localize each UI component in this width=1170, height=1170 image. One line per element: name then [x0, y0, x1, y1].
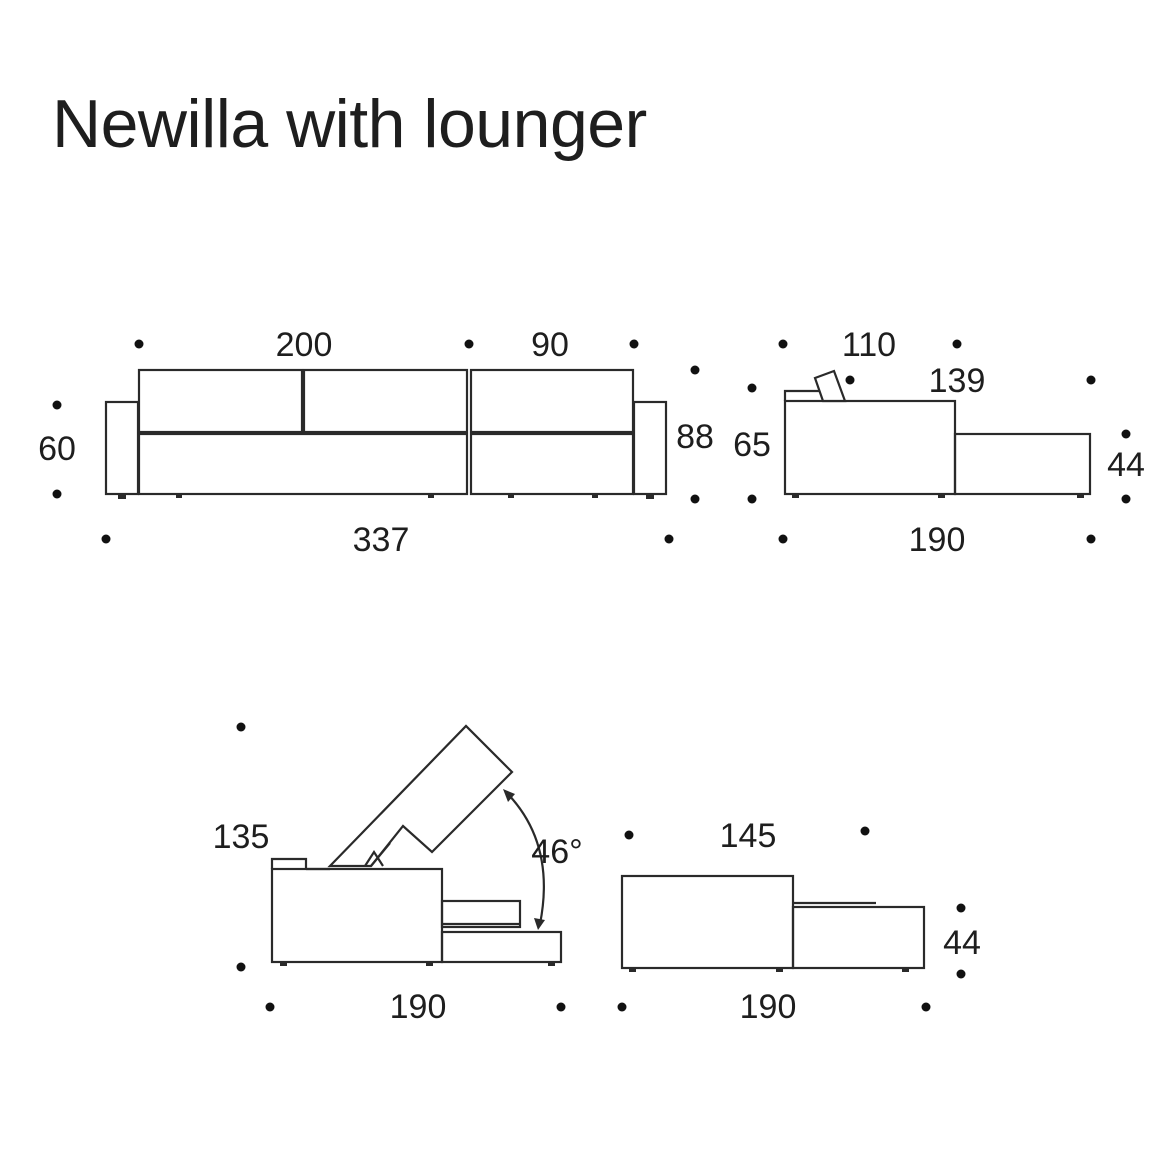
open-height-label: 135 — [213, 818, 270, 856]
side-lounger-height-label: 44 — [1107, 446, 1145, 484]
side-view-sofa-outline — [783, 369, 1092, 498]
front-view: 200 90 60 88 337 — [38, 326, 714, 559]
bed-height-label: 44 — [943, 924, 981, 962]
open-total-depth-label: 190 — [390, 988, 447, 1026]
bed-view-sofa-outline — [620, 874, 926, 972]
bed-view-dimension-dots — [617, 826, 966, 1012]
open-view-sofa-outline — [270, 724, 563, 966]
front-lounger-width-label: 90 — [531, 326, 569, 364]
open-view: 135 46° 190 — [213, 722, 583, 1026]
open-view-dimension-dots — [236, 722, 566, 1012]
side-view-dimension-dots — [747, 339, 1131, 544]
front-seat-height-label: 60 — [38, 430, 76, 468]
bed-total-depth-label: 190 — [740, 988, 797, 1026]
side-lounger-depth-label: 139 — [929, 362, 986, 400]
side-back-height-label: 65 — [733, 426, 771, 464]
side-view: 110 139 65 44 190 — [733, 326, 1145, 559]
side-total-depth-label: 190 — [909, 521, 966, 559]
front-view-dimension-dots — [52, 339, 700, 544]
front-total-width-label: 337 — [353, 521, 410, 559]
open-angle-label: 46° — [531, 833, 582, 871]
front-seat-width-label: 200 — [276, 326, 333, 364]
front-view-sofa-outline — [104, 368, 668, 499]
side-seat-depth-label: 110 — [842, 326, 896, 364]
bed-view: 145 44 190 — [617, 817, 981, 1026]
front-back-height-label: 88 — [676, 418, 714, 456]
bed-width-label: 145 — [720, 817, 777, 855]
page-title: Newilla with lounger — [52, 86, 647, 162]
